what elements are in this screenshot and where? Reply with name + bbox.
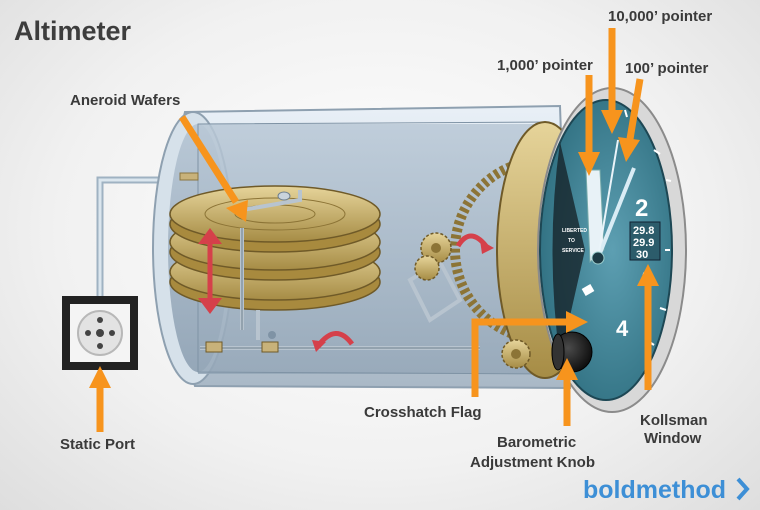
case-pin <box>179 172 199 181</box>
barometric-label-line2: Adjustment Knob <box>470 454 595 471</box>
kollsman-arrowhead <box>637 264 659 286</box>
pointer-100-arrowhead <box>618 137 640 162</box>
brand-logo: boldmethod <box>583 476 727 504</box>
kollsman-label-line2: Window <box>644 430 702 447</box>
aneroid-wafers-label: Aneroid Wafers <box>70 92 181 109</box>
static-port-label: Static Port <box>60 436 136 453</box>
pointer-1000-arrowhead <box>578 152 600 176</box>
kollsman-window-frame <box>629 221 661 261</box>
altimeter-dial: 2 3 4 29.8 29.9 30 LIBERTED TO SERVICE <box>537 87 687 413</box>
kollsman-value: 29.8 <box>633 225 654 237</box>
small-gears <box>414 232 531 369</box>
crosshatch-arrowhead <box>566 311 588 333</box>
static-port-arrowhead <box>89 366 111 388</box>
pointer-10000-label: 10,000’ pointer <box>608 8 713 25</box>
aneroid-wafers-stack <box>169 185 381 311</box>
dial-number: 4 <box>616 316 629 341</box>
wafer-expand-arrow-down <box>198 298 222 314</box>
kollsman-value: 29.9 <box>633 237 654 249</box>
pointer-100-label: 100’ pointer <box>625 60 709 77</box>
static-port-box <box>62 296 138 370</box>
pointer-1000-label: 1,000’ pointer <box>497 57 593 74</box>
kollsman-value: 30 <box>636 249 648 261</box>
kollsman-label-line1: Kollsman <box>640 412 708 429</box>
baro-knob-arrowhead <box>556 358 578 380</box>
dial-face-text: LIBERTED <box>562 228 587 234</box>
dial-number: 2 <box>635 195 648 222</box>
page-title: Altimeter <box>14 16 132 46</box>
barometric-knob <box>551 331 593 373</box>
barometric-label-line1: Barometric <box>497 434 577 451</box>
pointer-10000-arrowhead <box>601 110 623 134</box>
chevron-right-icon <box>736 477 750 501</box>
pointer-1000 <box>585 169 605 264</box>
wafer-expand-arrow-up <box>198 228 222 244</box>
dial-face-text: TO <box>568 238 575 244</box>
crosshatch-flag-mark <box>581 284 595 296</box>
dial-face-text: SERVICE <box>562 248 585 254</box>
crosshatch-flag-label: Crosshatch Flag <box>364 404 482 421</box>
callout-arrows <box>96 28 652 432</box>
shaft-collar <box>205 341 223 353</box>
aneroid-arrowhead <box>226 200 248 222</box>
pointer-10000 <box>597 139 619 259</box>
pointer-100 <box>596 167 636 259</box>
